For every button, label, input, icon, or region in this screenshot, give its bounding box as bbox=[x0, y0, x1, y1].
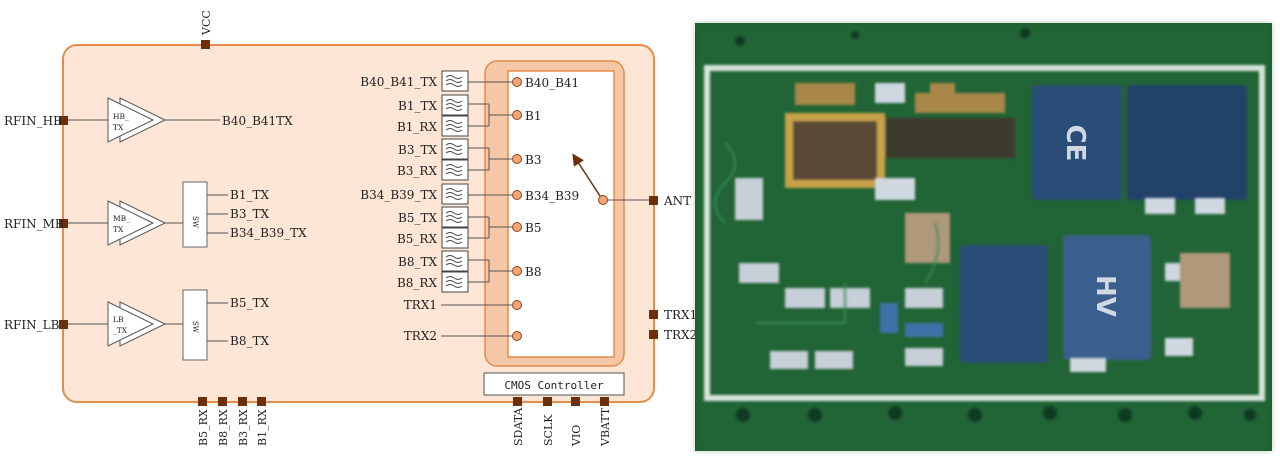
amp-mb-label-1: MB_ bbox=[113, 214, 130, 223]
chip-mark-ce: CE bbox=[1060, 125, 1090, 162]
cmos-controller-label: CMOS Controller bbox=[504, 379, 604, 392]
label-b3-tx: B3_TX bbox=[230, 207, 269, 221]
pcb-silkscreen-frame bbox=[704, 65, 1265, 401]
label-b1-rx: B1_RX bbox=[256, 409, 269, 446]
port-b8: B8 bbox=[525, 265, 541, 279]
amp-lb bbox=[107, 301, 167, 347]
amp-hb-label-1: HB_ bbox=[113, 112, 129, 121]
label-b8-tx: B8_TX bbox=[230, 334, 269, 348]
lb-switch bbox=[182, 289, 208, 361]
filter-b1-tx-label: B1_TX bbox=[398, 99, 437, 113]
amp-mb bbox=[107, 200, 167, 246]
port-b5: B5 bbox=[525, 221, 541, 235]
trx2-left-label: TRX2 bbox=[404, 329, 437, 343]
pcb-traces bbox=[713, 141, 940, 325]
filter-b34-label: B34_B39_TX bbox=[360, 188, 437, 202]
pin-rfin-mb bbox=[59, 219, 68, 228]
label-rfin-hb: RFIN_HB bbox=[4, 114, 62, 128]
module-block-diagram: VCC RFIN_HB RFIN_MB RFIN_LB HB_ TX MB_ T… bbox=[4, 10, 697, 447]
label-sclk: SCLK bbox=[542, 414, 555, 446]
label-b5-rx: B5_RX bbox=[197, 409, 210, 446]
mb-switch-label: SW bbox=[191, 216, 199, 229]
module-photo: CE HV bbox=[695, 23, 1272, 451]
mb-switch bbox=[182, 181, 208, 248]
port-dots bbox=[512, 77, 608, 341]
label-b40-b41tx: B40_B41TX bbox=[222, 114, 293, 128]
filter-waves bbox=[445, 75, 463, 288]
filter-b3-tx-label: B3_TX bbox=[398, 143, 437, 157]
amp-hb-label-2: TX bbox=[113, 123, 124, 132]
label-b34-b39-tx: B34_B39_TX bbox=[230, 226, 307, 240]
pin-trx2 bbox=[649, 330, 658, 339]
label-trx2-right: TRX2 bbox=[664, 328, 697, 342]
label-b3-rx: B3_RX bbox=[237, 409, 250, 446]
amp-hb bbox=[107, 97, 167, 143]
controller-chips bbox=[905, 213, 1230, 308]
vcc-label: VCC bbox=[200, 10, 213, 36]
bottom-pins-right bbox=[513, 397, 609, 406]
label-vio: VIO bbox=[570, 425, 583, 447]
label-b8-rx: B8_RX bbox=[217, 409, 230, 446]
filter-b8-rx-label: B8_RX bbox=[397, 276, 437, 290]
pin-rfin-lb bbox=[59, 320, 68, 329]
label-trx1-right: TRX1 bbox=[664, 308, 697, 322]
lb-switch-label: SW bbox=[191, 321, 199, 334]
port-b34-b39: B34_B39 bbox=[525, 189, 579, 203]
pin-rfin-hb bbox=[59, 116, 68, 125]
label-rfin-mb: RFIN_MB bbox=[4, 217, 64, 231]
filter-b5-rx-label: B5_RX bbox=[397, 232, 437, 246]
pin-trx1 bbox=[649, 310, 658, 319]
bottom-pins-left bbox=[198, 397, 266, 406]
cmos-controller-box bbox=[483, 372, 625, 396]
filter-b8-tx-label: B8_TX bbox=[398, 255, 437, 269]
label-vbatt: VBATT bbox=[599, 407, 612, 447]
label-ant: ANT bbox=[663, 194, 691, 208]
filter-chips bbox=[960, 85, 1247, 363]
switch-arm-arrow bbox=[572, 153, 601, 197]
antenna-switch-inner bbox=[507, 70, 615, 358]
pin-ant bbox=[649, 196, 658, 205]
amp-mb-label-2: TX bbox=[113, 225, 124, 234]
label-sdata: SDATA bbox=[512, 407, 525, 446]
label-rfin-lb: RFIN_LB bbox=[4, 318, 60, 332]
vcc-pin bbox=[201, 40, 210, 49]
chip-mark-hv: HV bbox=[1090, 275, 1120, 317]
filter-b5-tx-label: B5_TX bbox=[398, 211, 437, 225]
filter-b1-rx-label: B1_RX bbox=[397, 120, 437, 134]
port-b1: B1 bbox=[525, 109, 541, 123]
trx1-left-label: TRX1 bbox=[404, 298, 437, 312]
filter-b40-label: B40_B41_TX bbox=[360, 75, 437, 89]
label-b5-tx: B5_TX bbox=[230, 296, 269, 310]
pa-die bbox=[785, 93, 1015, 188]
label-b1-tx: B1_TX bbox=[230, 188, 269, 202]
amp-lb-label-2: _TX bbox=[113, 326, 128, 335]
amp-lb-label-1: LB bbox=[113, 315, 124, 324]
passive-components bbox=[735, 83, 1225, 372]
port-b40-b41: B40_B41 bbox=[525, 76, 579, 90]
filter-b3-rx-label: B3_RX bbox=[397, 164, 437, 178]
port-b3: B3 bbox=[525, 153, 541, 167]
